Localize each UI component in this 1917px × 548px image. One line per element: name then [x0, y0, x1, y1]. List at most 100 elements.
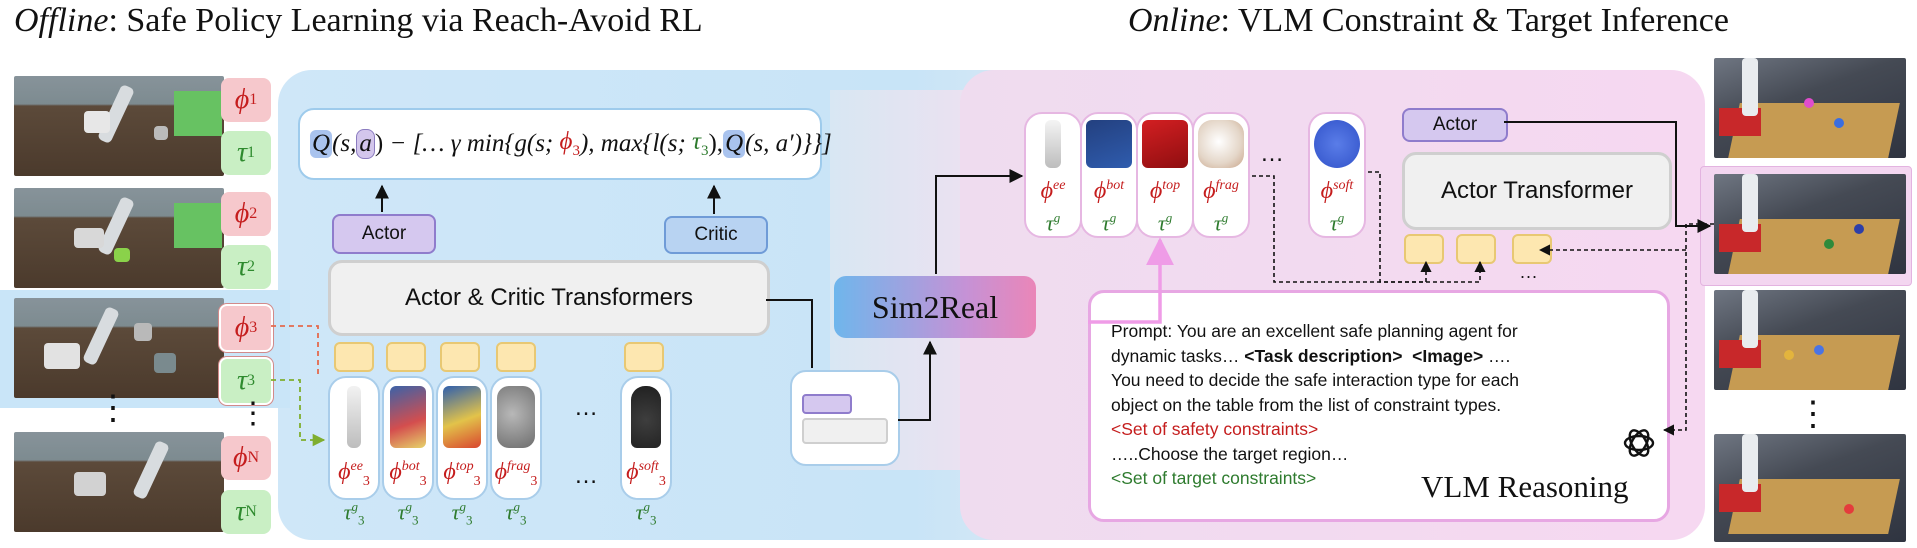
phi-sup: soft — [1333, 178, 1354, 193]
tau-sup: g — [643, 498, 650, 514]
tau-symbol: τ — [236, 251, 248, 282]
phi: ϕ — [389, 459, 402, 485]
offline-phi-ee: ϕee3 — [330, 454, 378, 495]
online-object-card-frag: ϕfrag τg — [1192, 112, 1250, 238]
token — [440, 342, 480, 372]
prompt-line-4: object on the table from the list of con… — [1111, 394, 1502, 415]
phi-symbol: ϕ — [232, 442, 248, 473]
right-vertical-dots: ⋮ — [1796, 396, 1830, 433]
phi-sub: 3 — [362, 473, 370, 489]
sim-scene-image-3 — [14, 298, 224, 398]
cereal-box-image — [390, 386, 426, 448]
eq-tau: τ — [692, 128, 701, 155]
online-object-card-soft: ϕsoft τg — [1308, 112, 1366, 238]
phi: ϕ — [443, 459, 456, 485]
real-scene-image-2 — [1714, 174, 1906, 274]
tau-subscript: N — [245, 503, 257, 520]
phi-sup: ee — [350, 459, 363, 474]
online-object-card-top: ϕtop τg — [1136, 112, 1194, 238]
token — [334, 342, 374, 372]
offline-tau-bot: τg3 — [384, 495, 432, 533]
phi-sub: 3 — [658, 473, 666, 489]
mug-image — [497, 386, 535, 448]
online-phi-bot: ϕbot — [1082, 172, 1136, 205]
eq-middle3: ), — [708, 130, 724, 157]
prompt-line-6: …..Choose the target region… — [1111, 443, 1349, 464]
eq-tau-sub: 3 — [700, 143, 709, 159]
sim-scene-image-2 — [14, 188, 224, 288]
mini-transformer-block — [802, 418, 888, 444]
phi: ϕ — [338, 459, 351, 485]
tau: τ — [1213, 210, 1222, 236]
tau-sup: g — [1221, 210, 1229, 225]
phi-sup: top — [1162, 178, 1181, 193]
red-box-image — [1142, 120, 1188, 168]
teacup-image — [1198, 120, 1244, 168]
box-image — [443, 386, 481, 448]
phi: ϕ — [1093, 178, 1107, 204]
critic-label: Critic — [664, 216, 768, 254]
tau-symbol: τ — [236, 137, 248, 168]
badge-vertical-dots: ⋮ — [238, 397, 268, 430]
offline-object-card-soft: ϕsoft3 τg3 — [620, 376, 672, 528]
tau: τ — [1101, 210, 1110, 236]
token — [624, 342, 664, 372]
tau-sup: g — [1109, 210, 1117, 225]
online-tau-top: τg — [1138, 205, 1192, 236]
offline-title-rest: : Safe Policy Learning via Reach-Avoid R… — [108, 2, 703, 39]
offline-dots-upper: … — [574, 394, 599, 421]
tau-sup: g — [1337, 210, 1345, 225]
reach-avoid-equation: Q(s,a) − [… γ min{g(s; ϕ3), max{l(s; τ3)… — [298, 108, 832, 180]
phi: ϕ — [494, 459, 508, 485]
tau-sup: g — [513, 498, 520, 514]
target-constraints-line: <Set of target constraints> — [1111, 468, 1317, 488]
vlm-reasoning-label: VLM Reasoning — [1421, 469, 1629, 504]
eq-middle2: ), max{l(s; — [579, 130, 693, 157]
phi: ϕ — [1320, 178, 1334, 204]
policy-module-box — [790, 370, 900, 466]
phi: ϕ — [626, 459, 639, 485]
prompt-line-2: dynamic tasks… <Task description> <Image… — [1111, 344, 1519, 369]
token — [1512, 234, 1552, 264]
q-symbol: Q — [312, 130, 331, 157]
offline-phi-top: ϕtop3 — [438, 454, 486, 495]
actor-to-photos-arrow — [1504, 121, 1712, 233]
a-highlight: a — [356, 129, 375, 159]
phi: ϕ — [1203, 178, 1216, 204]
offline-object-card-frag: ϕfrag3 τg3 — [490, 376, 542, 528]
offline-tau-soft: τg3 — [622, 495, 670, 533]
online-title-em: Online — [1128, 2, 1221, 39]
tau-subscript: 1 — [247, 144, 256, 161]
online-phi-frag: ϕfrag — [1194, 172, 1248, 205]
prompt-line-1: Prompt: You are an excellent safe planni… — [1111, 321, 1518, 341]
online-phi-soft: ϕsoft — [1310, 172, 1364, 205]
frag-to-token-dashed — [1252, 175, 1432, 283]
phi: ϕ — [1149, 178, 1163, 204]
photo-to-vlm-dashed — [1662, 223, 1714, 436]
eq-phi: ϕ — [559, 128, 573, 155]
offline-object-card-top: ϕtop3 τg3 — [436, 376, 488, 528]
tau: τ — [451, 499, 460, 525]
tau: τ — [1157, 210, 1166, 236]
tau-subscript: 2 — [247, 258, 256, 275]
tau-sup: g — [459, 498, 466, 514]
phi3-dashed-link — [271, 325, 319, 375]
eq-s-open: (s, — [332, 130, 357, 157]
prompt-line-2a: dynamic tasks… — [1111, 345, 1245, 366]
safety-constraints-line: <Set of safety constraints> — [1111, 419, 1319, 439]
phi-sub: 3 — [530, 473, 538, 489]
actor-transformer: Actor Transformer — [1402, 152, 1672, 230]
eq-phi-sub: 3 — [572, 143, 580, 159]
token — [386, 342, 426, 372]
real-scene-image-1 — [1714, 58, 1906, 158]
tau-sub: 3 — [519, 512, 527, 528]
online-token-dots: ... — [1520, 262, 1539, 282]
phi-subscript: 3 — [249, 319, 258, 336]
actor-label: Actor — [332, 214, 436, 254]
q2-highlight: Q — [723, 130, 746, 158]
